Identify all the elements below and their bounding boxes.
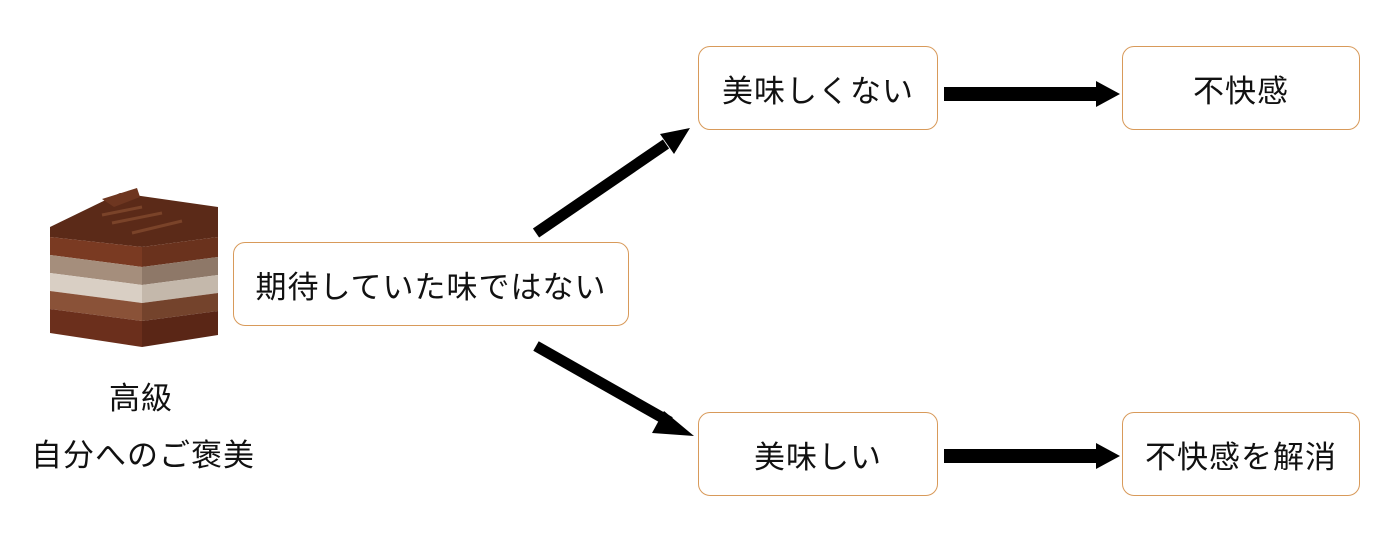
cake-caption-self-reward: 自分へのご褒美 — [31, 438, 255, 474]
cake-chocolate-shaving — [102, 188, 140, 207]
arrow-to-relief — [944, 443, 1120, 469]
cake-layer-4-side — [142, 293, 218, 321]
node-not-expected-taste: 期待していた味ではない — [233, 242, 629, 326]
node-not-tasty: 美味しくない — [698, 46, 938, 130]
cake-layer-4 — [50, 291, 142, 321]
cake-layer-5-side — [142, 311, 218, 347]
node-tasty: 美味しい — [698, 412, 938, 496]
cake-top-decoration — [101, 205, 183, 235]
cake-layer-2-side — [142, 257, 218, 285]
cake-layer-3-side — [142, 275, 218, 303]
arrow-to-discomfort — [944, 81, 1120, 107]
cake-layer-2 — [50, 255, 142, 285]
cake-layer-5 — [50, 309, 142, 347]
node-discomfort-relieved: 不快感を解消 — [1122, 412, 1360, 496]
node-discomfort: 不快感 — [1122, 46, 1360, 130]
cake-layer-1 — [50, 237, 142, 267]
arrow-to-tasty — [533, 341, 694, 436]
cake-caption-luxury: 高級 — [109, 381, 173, 417]
arrow-to-not-tasty — [532, 128, 690, 238]
chocolate-cake-icon — [50, 188, 218, 347]
cake-layer-3 — [50, 273, 142, 303]
